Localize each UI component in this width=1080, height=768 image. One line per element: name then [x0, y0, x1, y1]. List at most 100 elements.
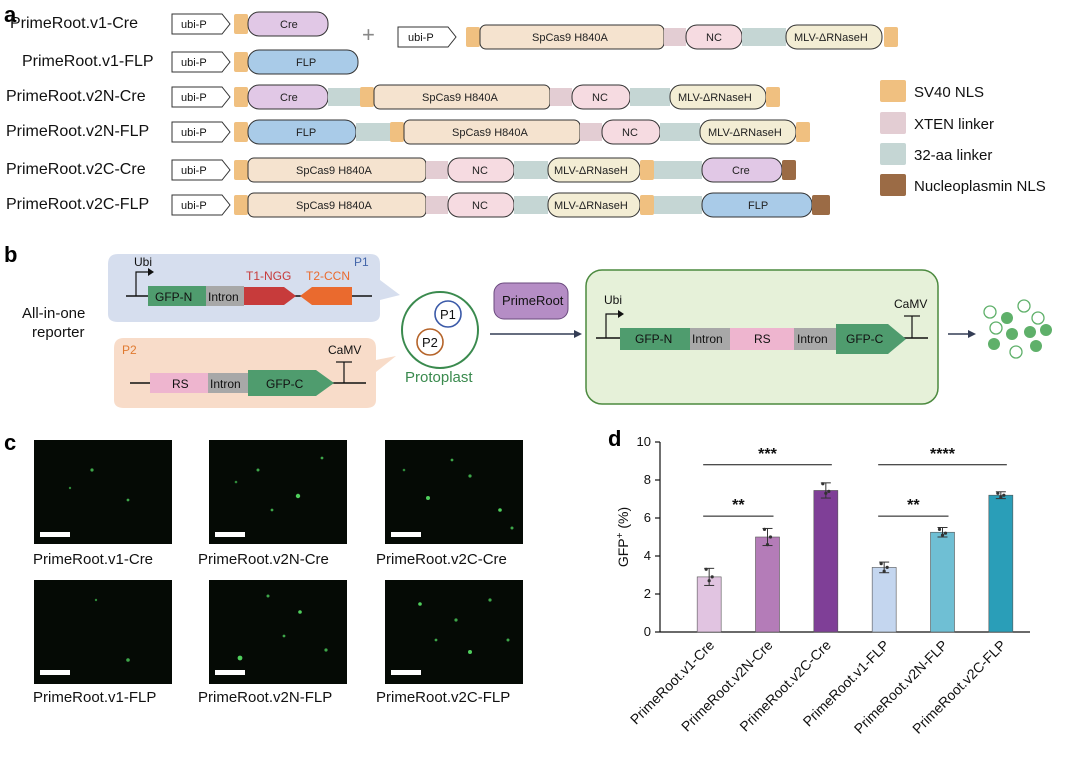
recombinase-label: Cre — [280, 92, 298, 104]
promoter-label: ubi-P — [408, 32, 434, 44]
gfp-spot — [324, 648, 328, 652]
legend-swatch — [880, 80, 906, 102]
nucleoplasmin-nls — [812, 195, 830, 215]
intron-label: Intron — [208, 290, 239, 304]
significance-label: *** — [758, 446, 777, 463]
xten-linker — [426, 196, 448, 214]
mlv-label: MLV-ΔRNaseH — [554, 200, 628, 212]
gfp-spot — [126, 498, 130, 502]
bar — [871, 567, 897, 633]
gfp-spot — [298, 610, 302, 614]
panel-b-letter: b — [4, 242, 17, 267]
gfp-n-box — [148, 286, 206, 306]
promoter-label: ubi-P — [181, 200, 207, 212]
bar — [988, 494, 1014, 633]
micrograph — [385, 580, 523, 684]
xten-linker — [664, 28, 686, 46]
construct-row-v1-flp: PrimeRoot.v1-FLP ubi-P FLP — [22, 49, 359, 75]
scale-bar — [391, 670, 421, 675]
legend-swatch — [880, 174, 906, 196]
cas9-label: SpCas9 H840A — [296, 200, 372, 212]
construct-row-v2c-flp: PrimeRoot.v2C-FLP ubi-P SpCas9 H840A NC … — [6, 192, 830, 218]
sv40-nls — [640, 195, 654, 215]
construct-label: PrimeRoot.v1-FLP — [22, 53, 154, 70]
linker-32aa — [742, 28, 786, 46]
gfp-spot — [126, 658, 130, 662]
mlv-label: MLV-ΔRNaseH — [678, 92, 752, 104]
gfp-spot — [237, 655, 243, 661]
promoter-arrow — [171, 194, 231, 216]
legend-swatch — [880, 112, 906, 134]
promoter-label: ubi-P — [181, 57, 207, 69]
micrograph — [385, 440, 523, 544]
construct-label: PrimeRoot.v2C-Cre — [6, 161, 146, 178]
t1-label: T1-NGG — [246, 269, 291, 283]
reporter-label: reporter — [32, 324, 85, 341]
legend: SV40 NLS XTEN linker 32-aa linker Nucleo… — [880, 80, 1046, 196]
linker-32aa — [514, 196, 548, 214]
plus-sign: + — [362, 22, 375, 47]
nucleoplasmin-nls — [782, 160, 796, 180]
t2-label: T2-CCN — [306, 269, 350, 283]
nc-label: NC — [592, 92, 608, 104]
data-point — [879, 562, 883, 566]
data-point — [996, 491, 1000, 495]
gfp-cell-cluster — [983, 299, 1052, 359]
gfp-spot — [256, 468, 260, 472]
primeroot-label: PrimeRoot — [502, 293, 564, 308]
gfp-spot — [94, 598, 98, 602]
y-tick-label: 10 — [637, 434, 651, 449]
sv40-nls — [466, 27, 480, 47]
ubi-label: Ubi — [604, 293, 622, 307]
gfp-spot — [320, 456, 324, 460]
gfp-spot — [90, 468, 94, 472]
legend-label: 32-aa linker — [914, 147, 992, 164]
micrograph — [209, 440, 347, 544]
edited-cell: Ubi GFP-N Intron RS Intron GFP-C CaMV — [585, 269, 939, 405]
t2-ccn-arrow — [300, 287, 352, 305]
p2-circle-label: P2 — [422, 335, 438, 350]
ubi-label: Ubi — [134, 255, 152, 269]
gfp-spot — [68, 486, 72, 490]
gfp-c-label: GFP-C — [846, 332, 884, 346]
nc-label: NC — [472, 165, 488, 177]
micrograph-label: PrimeRoot.v2C-FLP — [376, 689, 510, 706]
construct-label: PrimeRoot.v2N-Cre — [6, 88, 146, 105]
cell-dot — [1031, 311, 1045, 325]
data-point — [827, 489, 831, 493]
sv40-nls — [234, 122, 248, 142]
protoplast-label: Protoplast — [405, 369, 473, 386]
recombinase-label: FLP — [296, 127, 316, 139]
cell-dot — [1030, 340, 1042, 352]
nc-label: NC — [706, 32, 722, 44]
arrow-head-icon — [618, 310, 624, 318]
legend-label: XTEN linker — [914, 116, 994, 133]
significance-label: ** — [907, 497, 920, 514]
y-tick-label: 6 — [644, 510, 651, 525]
scale-bar — [40, 670, 70, 675]
y-tick-label: 0 — [644, 624, 651, 639]
nc-label: NC — [622, 127, 638, 139]
intron-box — [206, 286, 244, 306]
promoter-label: ubi-P — [181, 19, 207, 31]
bar — [813, 490, 839, 633]
gfp-spot — [402, 468, 406, 472]
legend-label: Nucleoplasmin NLS — [914, 178, 1046, 195]
gfp-spot — [418, 602, 422, 606]
scale-bar — [391, 532, 421, 537]
scale-bar — [215, 670, 245, 675]
intron-box — [794, 328, 836, 350]
y-tick-label: 8 — [644, 472, 651, 487]
gfp-c-arrow — [836, 324, 906, 354]
promoter-label: ubi-P — [181, 92, 207, 104]
promoter-arrow — [171, 13, 231, 35]
promoter-arrow — [605, 313, 620, 338]
panel-d-letter: d — [608, 426, 621, 451]
gfp-spot — [266, 594, 270, 598]
sv40-nls — [234, 87, 248, 107]
promoter-arrow — [135, 271, 150, 296]
micrograph-label: PrimeRoot.v1-Cre — [33, 551, 153, 568]
rs-box — [730, 328, 794, 350]
data-point — [821, 482, 825, 486]
gfp-n-box — [620, 328, 690, 350]
